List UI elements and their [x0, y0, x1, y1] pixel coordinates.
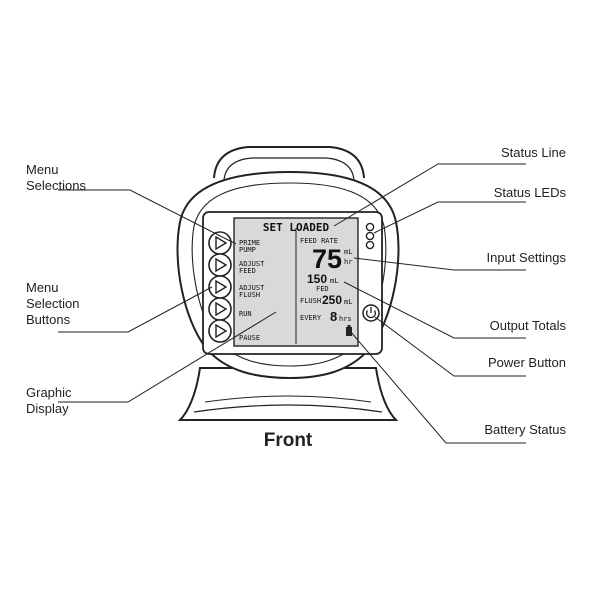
leader-input-settings — [353, 257, 526, 271]
play-icon — [215, 279, 228, 295]
leader-status-line — [333, 163, 526, 227]
feed-rate-unit-bottom: hr — [344, 258, 352, 266]
menu-label-1a: PRIME — [239, 239, 260, 247]
label-status-leds: Status LEDs — [494, 185, 567, 200]
label-battery-status: Battery Status — [484, 422, 566, 437]
label-menu-selections-1: Menu — [26, 162, 59, 177]
label-menu-selection-buttons-2: Selection — [26, 296, 79, 311]
leader-status-leds — [373, 201, 526, 234]
feed-rate-label: FEED RATE — [300, 237, 338, 245]
play-icon — [215, 235, 228, 251]
menu-button-4[interactable] — [208, 297, 232, 321]
menu-button-3[interactable] — [208, 275, 232, 299]
label-menu-selections-2: Selections — [26, 178, 86, 193]
menu-label-5a: PAUSE — [239, 334, 260, 342]
leader-graphic-display — [58, 311, 277, 403]
feed-rate-value: 75 — [312, 244, 342, 274]
menu-label-3a: ADJUST — [239, 284, 265, 292]
fed-label: FED — [316, 285, 329, 293]
flush-value: 250 — [322, 293, 342, 307]
leader-menu-selection-buttons — [58, 286, 213, 333]
menu-label-1b: PUMP — [239, 246, 256, 254]
callout-labels: Menu Selections Menu Selection Buttons G… — [26, 145, 566, 451]
menu-label-3b: FLUSH — [239, 291, 260, 299]
flush-label: FLUSH — [300, 297, 321, 305]
status-led-1 — [365, 222, 375, 232]
menu-button-arrows — [215, 235, 228, 339]
every-value: 8 — [330, 309, 337, 324]
pump-handle — [213, 146, 365, 179]
menu-button-2[interactable] — [208, 253, 232, 277]
leader-power-button — [374, 316, 526, 377]
play-icon — [215, 257, 228, 273]
label-input-settings: Input Settings — [487, 250, 567, 265]
menu-label-4a: RUN — [239, 310, 252, 318]
menu-selection-buttons — [208, 231, 232, 343]
label-menu-selection-buttons-1: Menu — [26, 280, 59, 295]
feed-rate-unit-top: mL — [344, 248, 352, 256]
play-icon — [215, 301, 228, 317]
label-graphic-display-1: Graphic — [26, 385, 72, 400]
label-status-line: Status Line — [501, 145, 566, 160]
leader-battery-status — [349, 330, 526, 444]
every-unit: hrs — [339, 315, 352, 323]
menu-label-2b: FEED — [239, 267, 256, 275]
caption-front: Front — [264, 430, 313, 451]
fed-value: 150 — [307, 272, 327, 286]
label-graphic-display-2: Display — [26, 401, 69, 416]
status-leds — [365, 222, 375, 250]
label-output-totals: Output Totals — [490, 318, 567, 333]
leader-menu-selections — [58, 189, 237, 245]
status-led-2 — [365, 231, 375, 241]
every-label: EVERY — [300, 314, 322, 322]
battery-icon — [346, 325, 352, 336]
power-icon — [365, 310, 377, 319]
status-led-3 — [365, 240, 375, 250]
menu-button-5[interactable] — [208, 319, 232, 343]
leader-output-totals — [343, 281, 526, 339]
label-power-button: Power Button — [488, 355, 566, 370]
fed-unit: mL — [330, 277, 338, 285]
status-line-text: SET LOADED — [263, 221, 330, 234]
leader-lines — [58, 163, 526, 444]
lcd-text: SET LOADED PRIME PUMP ADJUST FEED ADJUST… — [239, 221, 352, 342]
play-icon — [215, 323, 228, 339]
menu-label-2a: ADJUST — [239, 260, 265, 268]
flush-unit: mL — [344, 298, 352, 306]
label-menu-selection-buttons-3: Buttons — [26, 312, 71, 327]
